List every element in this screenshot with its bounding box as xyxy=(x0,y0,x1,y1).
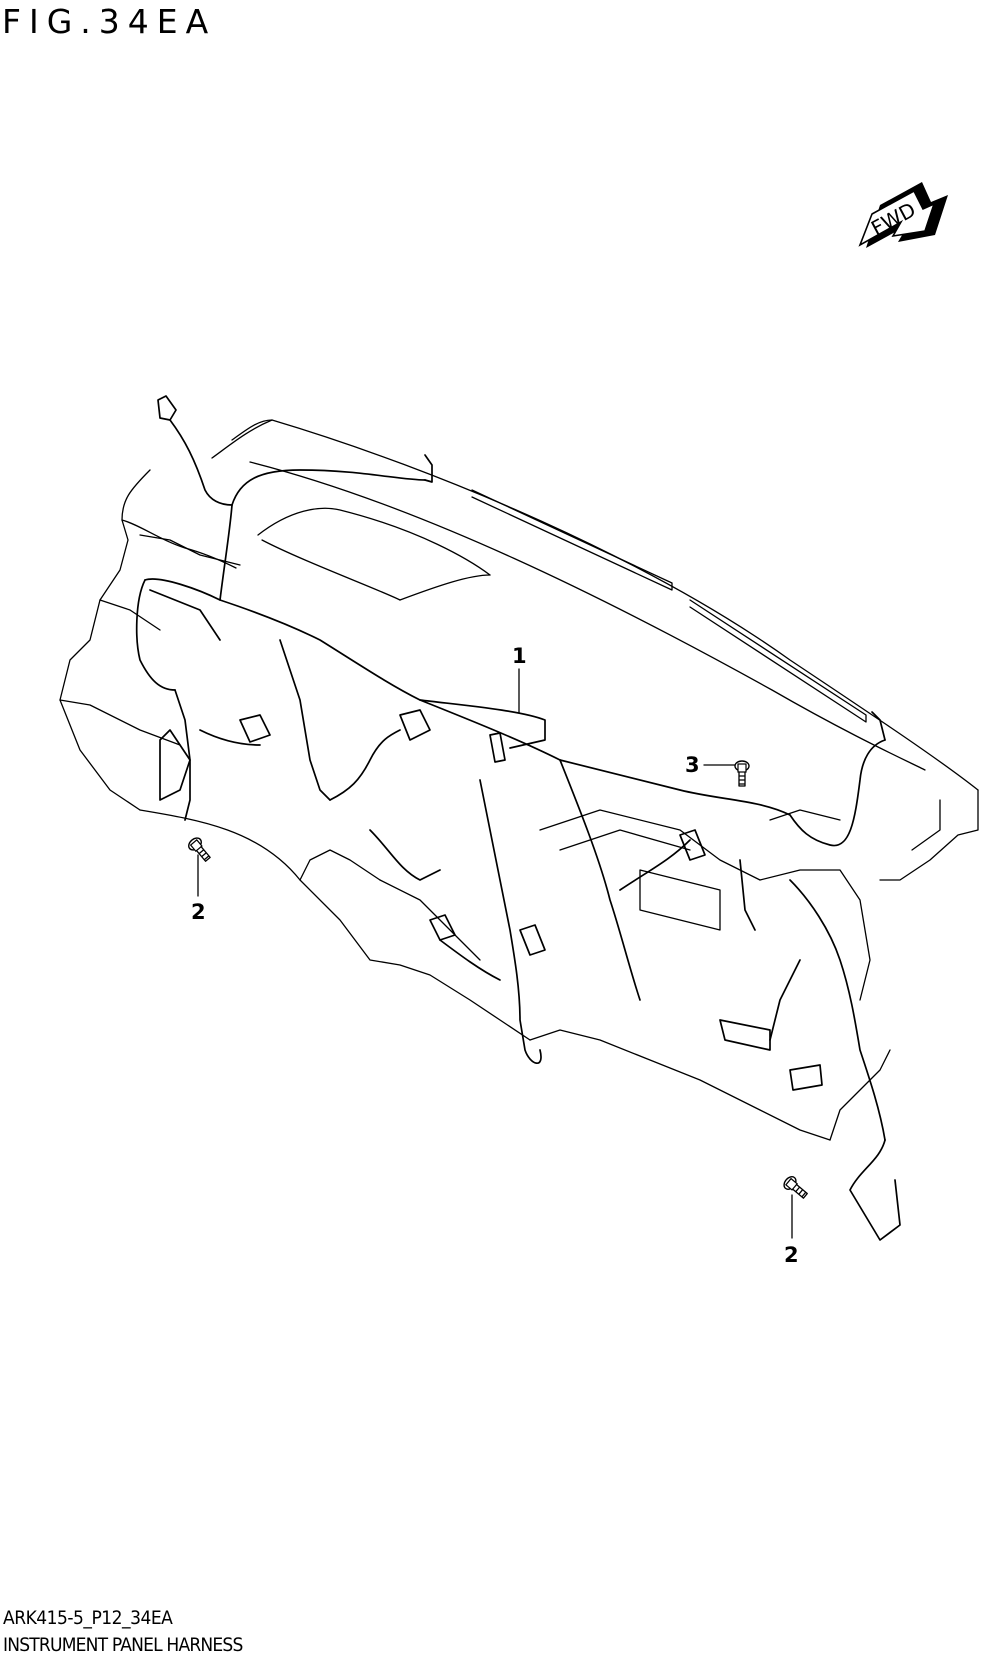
instrument-panel-outline xyxy=(59,419,979,1141)
svg-text:3: 3 xyxy=(685,753,700,777)
figure-title: FIG.34EA xyxy=(2,2,217,41)
bolt-icon xyxy=(734,760,750,787)
svg-text:2: 2 xyxy=(784,1243,799,1267)
wiring-harness xyxy=(135,395,901,1241)
svg-text:1: 1 xyxy=(512,644,527,668)
callout-1: 1 xyxy=(512,644,527,714)
callout-3: 3 xyxy=(685,753,750,787)
svg-text:2: 2 xyxy=(191,900,206,924)
figure-code: ARK415-5_P12_34EA xyxy=(3,1607,173,1629)
bolt-icon xyxy=(188,837,211,862)
callout-2-right: 2 xyxy=(783,1176,808,1267)
callout-2-left: 2 xyxy=(188,837,211,924)
fwd-arrow-icon: FWD xyxy=(858,182,948,248)
bolt-icon xyxy=(783,1176,808,1199)
figure-name: INSTRUMENT PANEL HARNESS xyxy=(3,1634,243,1656)
